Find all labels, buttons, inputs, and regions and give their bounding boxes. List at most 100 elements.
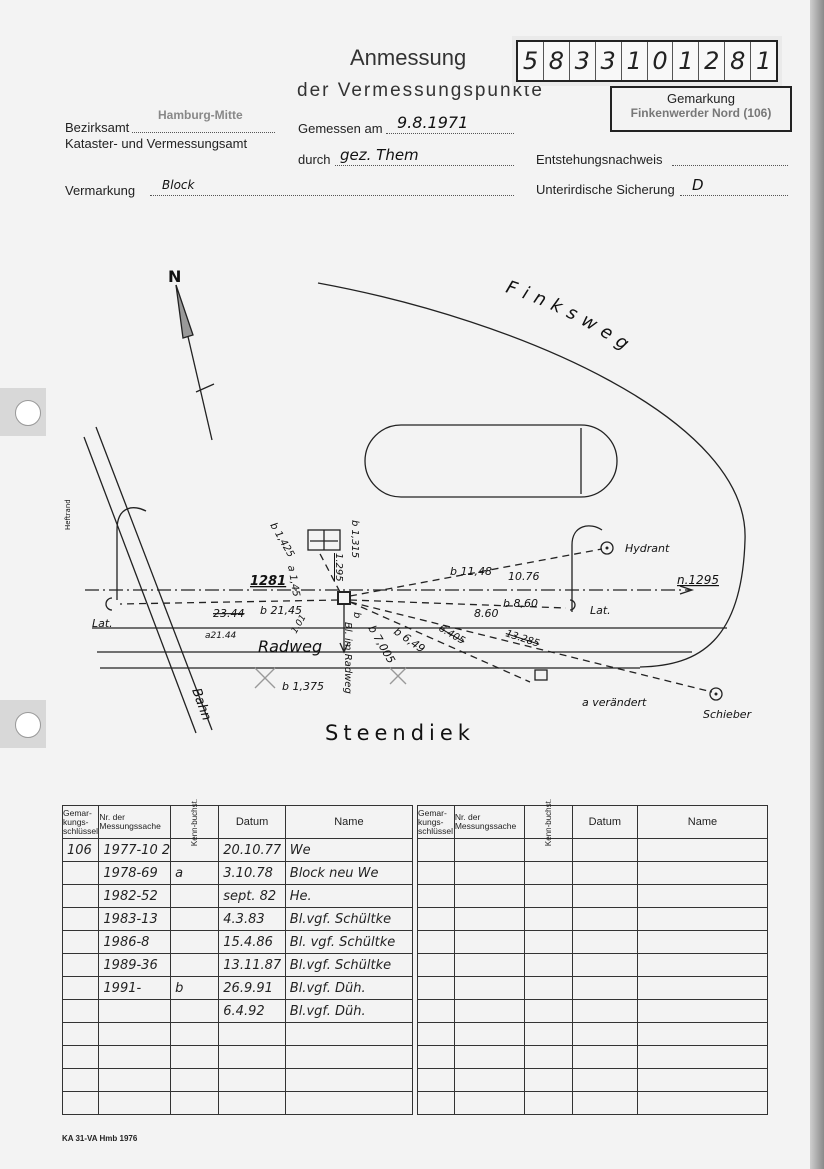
table-cell	[417, 1022, 455, 1046]
measure-label: 23.44	[213, 607, 245, 620]
table-cell	[571, 861, 638, 885]
bezirksamt-value: Hamburg-Mitte	[158, 108, 243, 122]
table-cell	[636, 953, 769, 977]
table-cell	[571, 999, 638, 1023]
punch-hole	[0, 388, 46, 436]
column-header-text: Gemar-kungs-schlüssel	[63, 807, 98, 836]
table-cell	[218, 1091, 286, 1115]
table-cell: b	[170, 976, 220, 1000]
table-row	[417, 999, 769, 1023]
gemarkung-box: Gemarkung Finkenwerder Nord (106)	[610, 86, 792, 132]
table-cell: Bl.vgf. Düh.	[284, 976, 414, 1000]
table-cell: 6.4.92	[218, 999, 286, 1023]
table-cell	[636, 976, 769, 1000]
table-cell	[417, 884, 455, 908]
table-cell: Block neu We	[284, 861, 414, 885]
table-row	[417, 907, 769, 931]
amt-label: Kataster- und Vermessungsamt	[65, 136, 248, 151]
lat-right-label: Lat.	[590, 604, 611, 617]
vermarkung-value: Block	[162, 178, 195, 192]
table-cell	[453, 907, 525, 931]
measure-label: 8.60	[474, 607, 499, 620]
table-cell: 20.10.77	[218, 838, 286, 862]
table-row	[417, 930, 769, 954]
table-cell	[453, 861, 525, 885]
measure-label: b 7,005	[365, 623, 397, 666]
measure-label: 13.285	[504, 628, 541, 649]
finksweg-curve	[317, 282, 746, 668]
measure-label: Bl. im Radweg	[342, 622, 353, 694]
table-cell	[523, 953, 573, 977]
table-cell	[284, 1091, 414, 1115]
table-cell	[170, 1068, 220, 1092]
table-cell	[453, 884, 525, 908]
table-cell	[284, 1022, 414, 1046]
table-cell	[170, 1022, 220, 1046]
table-cell: Bl.vgf. Düh.	[284, 999, 414, 1023]
measure-label: b 21,45	[260, 604, 302, 617]
column-header: Kenn-buchst.	[170, 798, 220, 846]
heftrand-label: Heftrand	[64, 499, 72, 530]
column-header-text: Kenn-buchst.	[543, 798, 553, 846]
table-cell	[453, 838, 525, 862]
table-cell	[170, 930, 220, 954]
table-cell	[284, 1045, 414, 1069]
column-header: Gemar-kungs-schlüssel	[61, 805, 100, 839]
table-cell	[417, 999, 455, 1023]
table-cell: 26.9.91	[218, 976, 286, 1000]
table-cell	[170, 1091, 220, 1115]
table-cell	[571, 1091, 638, 1115]
table-cell	[453, 999, 525, 1023]
table-cell	[98, 1045, 172, 1069]
table-cell	[61, 953, 100, 977]
table-cell	[61, 907, 100, 931]
gemarkung-label: Gemarkung	[667, 91, 735, 106]
sicherung-value: D	[692, 176, 704, 194]
form-subtitle: der Vermessungspunkte	[297, 80, 544, 101]
table-cell	[453, 953, 525, 977]
table-row	[417, 953, 769, 977]
table-row	[417, 838, 769, 862]
table-cell	[636, 884, 769, 908]
drain-symbol	[534, 669, 548, 681]
survey-point-marker	[337, 591, 351, 605]
table-cell	[61, 999, 100, 1023]
table-cell	[523, 861, 573, 885]
number-digit: 1	[622, 42, 648, 80]
gemessen-label: Gemessen am	[298, 121, 383, 136]
column-header: Kenn-buchst.	[523, 798, 573, 846]
schieber-label: Schieber	[703, 708, 753, 721]
table-cell	[523, 907, 573, 931]
gemarkung-value: Finkenwerder Nord (106)	[630, 106, 772, 120]
bahn-label: Bahn	[188, 686, 214, 722]
table-cell	[523, 1091, 573, 1115]
table-cell	[61, 1045, 100, 1069]
table-cell: 1982-52	[98, 884, 172, 908]
table-cell: a	[170, 861, 220, 885]
form-code: KA 31-VA Hmb 1976	[62, 1134, 138, 1143]
table-cell	[453, 1022, 525, 1046]
table-cell	[453, 976, 525, 1000]
table-row	[61, 1068, 414, 1092]
table-cell: 106	[61, 838, 100, 862]
table-cell	[98, 1022, 172, 1046]
table-cell: Bl.vgf. Schültke	[284, 953, 414, 977]
table-cell	[636, 861, 769, 885]
table-cell	[170, 999, 220, 1023]
table-cell	[636, 999, 769, 1023]
table-cell: Bl. vgf. Schültke	[284, 930, 414, 954]
table-cell	[170, 1045, 220, 1069]
measure-label: b 1,315	[349, 520, 360, 558]
column-header-text: Gemar-kungs-schlüssel	[418, 807, 453, 836]
table-cell	[61, 861, 100, 885]
table-row	[417, 1068, 769, 1092]
column-header-text: Nr. der Messungssache	[454, 812, 517, 831]
north-label: N	[168, 267, 181, 286]
table-cell	[523, 1045, 573, 1069]
